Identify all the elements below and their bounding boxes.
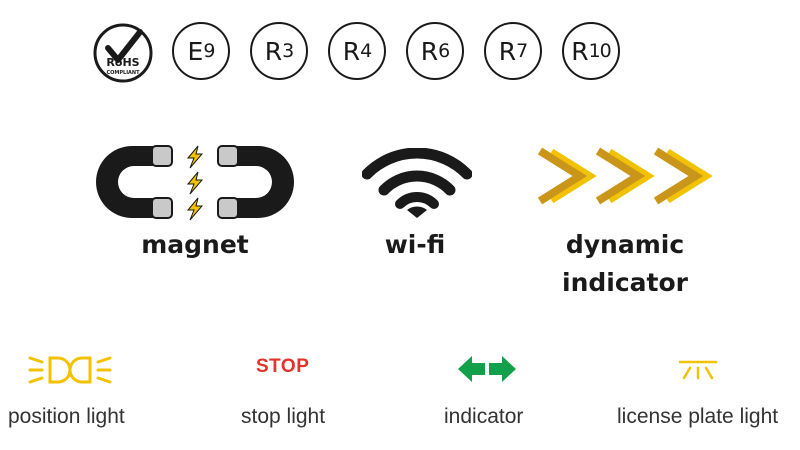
- indicator-arrows-icon: [458, 356, 516, 382]
- magnet-label: magnet: [141, 230, 249, 259]
- cert-letter: R: [264, 36, 282, 66]
- cert-letter: E: [187, 36, 204, 66]
- license-plate-light-label: license plate light: [617, 405, 779, 428]
- cert-number: 6: [438, 40, 450, 62]
- dynamic-indicator-label-line2: indicator: [562, 268, 688, 297]
- stop-light-label: stop light: [241, 405, 326, 428]
- rohs-title: RoHS: [106, 56, 139, 69]
- license-plate-light-icon: [678, 360, 718, 380]
- cert-letter: R: [571, 36, 588, 66]
- cert-number: 9: [203, 40, 215, 62]
- indicator-label: indicator: [444, 405, 524, 428]
- position-light-icon: [28, 356, 112, 384]
- dynamic-indicator-icon: [537, 147, 713, 205]
- wifi-label: wi-fi: [384, 230, 446, 259]
- dynamic-indicator-label-line1: dynamic: [565, 230, 685, 259]
- magnet-icon: [96, 145, 294, 221]
- cert-letter: R: [498, 36, 516, 66]
- rohs-subtitle: COMPLIANT: [106, 70, 140, 76]
- cert-letter: R: [420, 36, 438, 66]
- dynamic-indicator-label: dynamic indicator: [540, 226, 710, 302]
- cert-number: 4: [360, 40, 372, 62]
- rohs-badge-icon: RoHS COMPLIANT: [93, 23, 153, 83]
- stop-light-icon: STOP: [256, 356, 310, 377]
- cert-letter: R: [342, 36, 360, 66]
- cert-number: 7: [516, 40, 528, 62]
- cert-number: 10: [588, 40, 612, 62]
- wifi-icon: [362, 148, 472, 218]
- cert-number: 3: [282, 40, 294, 62]
- position-light-label: position light: [8, 405, 125, 428]
